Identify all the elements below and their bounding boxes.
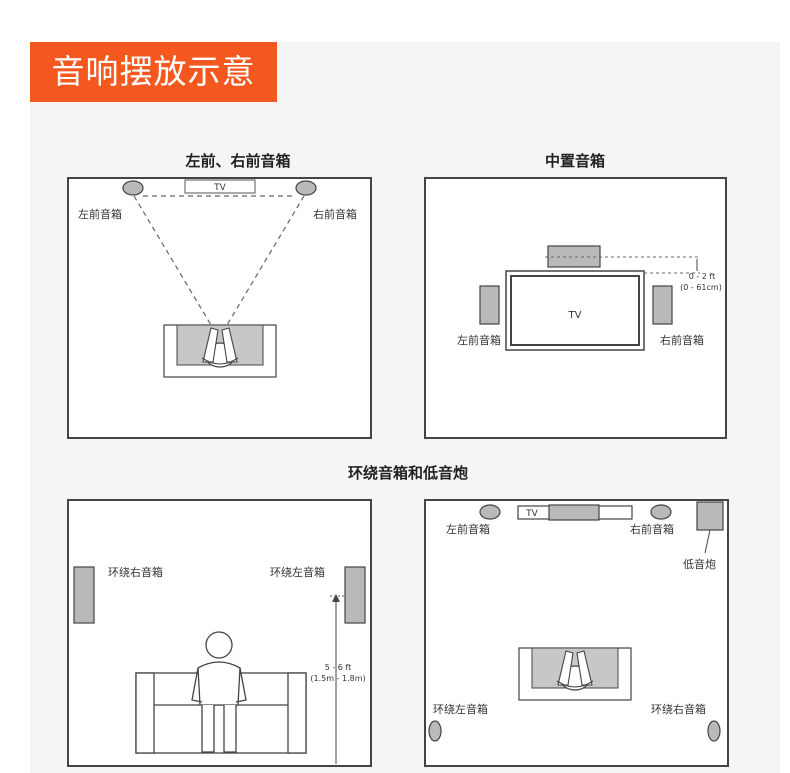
- subwoofer-label: 低音炮: [683, 557, 716, 571]
- page-title: 音响摆放示意: [30, 42, 277, 102]
- front-left-speaker-icon: [479, 285, 500, 325]
- height-ft-label: 5 - 6 ft: [325, 663, 352, 672]
- tv-label: TV: [213, 183, 226, 193]
- diagram-center-title: 中置音箱: [544, 152, 606, 170]
- height-m-label: (1.5m - 1.8m): [310, 674, 365, 683]
- height-arrow-head: [332, 594, 340, 602]
- tv-screen: [510, 275, 640, 346]
- front-right-speaker-icon: [652, 285, 673, 325]
- front-left-label: 左前音箱: [457, 333, 501, 347]
- front-right-label: 右前音箱: [660, 333, 704, 347]
- surround-right-label: 环绕右音箱: [108, 565, 163, 579]
- sofa-with-person-icon: [518, 647, 632, 701]
- room-outline: [424, 499, 729, 767]
- left-sound-line: [133, 195, 212, 326]
- surround-right-label: 环绕右音箱: [651, 702, 706, 716]
- front-right-label: 右前音箱: [630, 522, 674, 536]
- tv-box: [184, 179, 256, 194]
- front-left-speaker-icon: [479, 504, 501, 520]
- subwoofer-icon: [696, 501, 724, 531]
- diagram-front-title: 左前、右前音箱: [185, 152, 291, 170]
- front-left-label: 左前音箱: [78, 207, 122, 221]
- surround-right-speaker-icon: [73, 566, 95, 624]
- right-sound-line: [226, 195, 305, 326]
- front-right-speaker-icon: [650, 504, 672, 520]
- center-speaker-icon: [548, 504, 600, 521]
- tv-label: TV: [568, 310, 582, 321]
- front-left-label: 左前音箱: [446, 522, 490, 536]
- surround-left-speaker-icon: [428, 720, 442, 742]
- distance-ft-label: 0 - 2 ft: [689, 272, 716, 281]
- sofa-with-person-icon: [163, 324, 277, 378]
- surround-left-speaker-icon: [344, 566, 366, 624]
- surround-left-label: 环绕左音箱: [433, 702, 488, 716]
- front-left-speaker-icon: [122, 180, 144, 196]
- room-outline: [67, 177, 372, 439]
- couch-with-person-icon: [135, 631, 307, 754]
- tv-label: TV: [525, 509, 538, 519]
- section-surround-title: 环绕音箱和低音炮: [347, 464, 469, 482]
- front-right-speaker-icon: [295, 180, 317, 196]
- distance-cm-label: (0 - 61cm): [680, 283, 722, 292]
- surround-right-speaker-icon: [707, 720, 721, 742]
- surround-left-label: 环绕左音箱: [270, 565, 325, 579]
- subwoofer-pointer: [704, 529, 711, 554]
- front-right-label: 右前音箱: [313, 207, 357, 221]
